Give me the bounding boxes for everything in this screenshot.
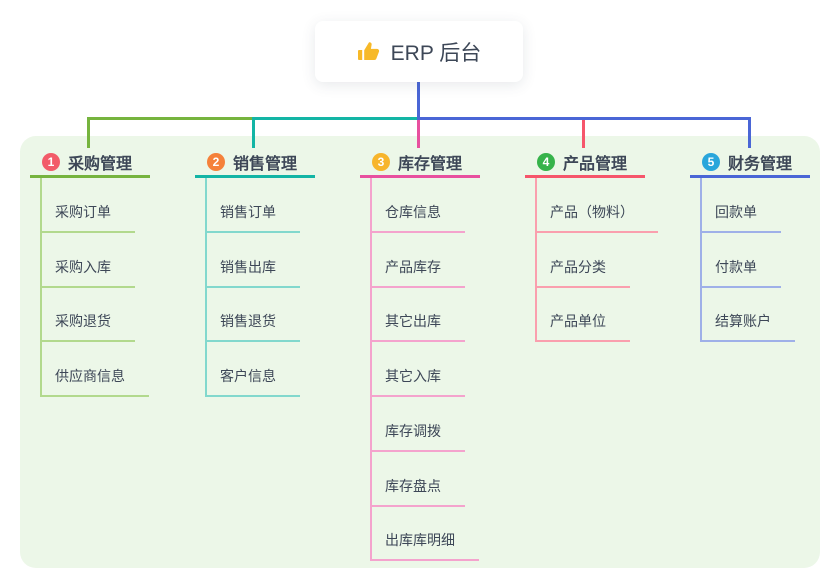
children-spine-line (370, 178, 372, 561)
branch-label: 采购管理 (68, 155, 133, 173)
branch-drop-line (582, 120, 585, 148)
mindmap-node[interactable]: 产品库存 (370, 257, 465, 288)
mindmap-node[interactable]: 其它出库 (370, 311, 465, 342)
mindmap-node[interactable]: 销售订单 (205, 202, 300, 233)
branch-header[interactable]: 5 财务管理 (690, 148, 810, 178)
mindmap-node[interactable]: 采购退货 (40, 311, 135, 342)
branch-drop-line (748, 120, 751, 148)
branch-header[interactable]: 4 产品管理 (525, 148, 645, 178)
root-connector-line (417, 82, 420, 120)
mindmap-node[interactable]: 库存调拨 (370, 421, 465, 452)
mindmap-node[interactable]: 销售退货 (205, 311, 300, 342)
root-node[interactable]: ERP 后台 (315, 21, 523, 82)
branch-label: 产品管理 (563, 155, 628, 173)
mindmap-node[interactable]: 库存盘点 (370, 476, 465, 507)
mindmap-node[interactable]: 结算账户 (700, 311, 795, 342)
root-title: ERP 后台 (390, 41, 482, 65)
mindmap-node[interactable]: 销售出库 (205, 257, 300, 288)
thumbs-up-icon (357, 40, 381, 64)
branch-drop-line (417, 120, 420, 148)
branch-number-badge: 4 (537, 152, 555, 171)
mindmap-node[interactable]: 产品单位 (535, 311, 630, 342)
children-spine-line (535, 178, 537, 342)
branch-label: 销售管理 (233, 155, 298, 173)
mindmap-node[interactable]: 出库库明细 (370, 530, 479, 561)
branch-label: 财务管理 (728, 155, 793, 173)
mindmap-node[interactable]: 采购入库 (40, 257, 135, 288)
bus-segment-blue (417, 117, 751, 120)
branch-header[interactable]: 1 采购管理 (30, 148, 150, 178)
mindmap-node[interactable]: 产品分类 (535, 257, 630, 288)
branch-label: 库存管理 (398, 155, 463, 173)
branches-panel (20, 136, 820, 568)
mindmap-node[interactable]: 仓库信息 (370, 202, 465, 233)
branch-number-badge: 2 (207, 152, 225, 171)
branch-number-badge: 1 (42, 152, 60, 171)
branch-number-badge: 3 (372, 152, 390, 171)
branch-header[interactable]: 2 销售管理 (195, 148, 315, 178)
branch-header[interactable]: 3 库存管理 (360, 148, 480, 178)
mindmap-node[interactable]: 采购订单 (40, 202, 135, 233)
bus-segment-teal (252, 117, 419, 120)
branch-drop-line (87, 120, 90, 148)
mindmap-node[interactable]: 其它入库 (370, 366, 465, 397)
branch-number-badge: 5 (702, 152, 720, 171)
mindmap-node[interactable]: 产品（物料） (535, 202, 658, 233)
mindmap-node[interactable]: 回款单 (700, 202, 781, 233)
mindmap-node[interactable]: 付款单 (700, 257, 781, 288)
mindmap-node[interactable]: 客户信息 (205, 366, 300, 397)
mindmap-node[interactable]: 供应商信息 (40, 366, 149, 397)
bus-segment-green (87, 117, 254, 120)
children-spine-line (700, 178, 702, 342)
branch-drop-line (252, 120, 255, 148)
